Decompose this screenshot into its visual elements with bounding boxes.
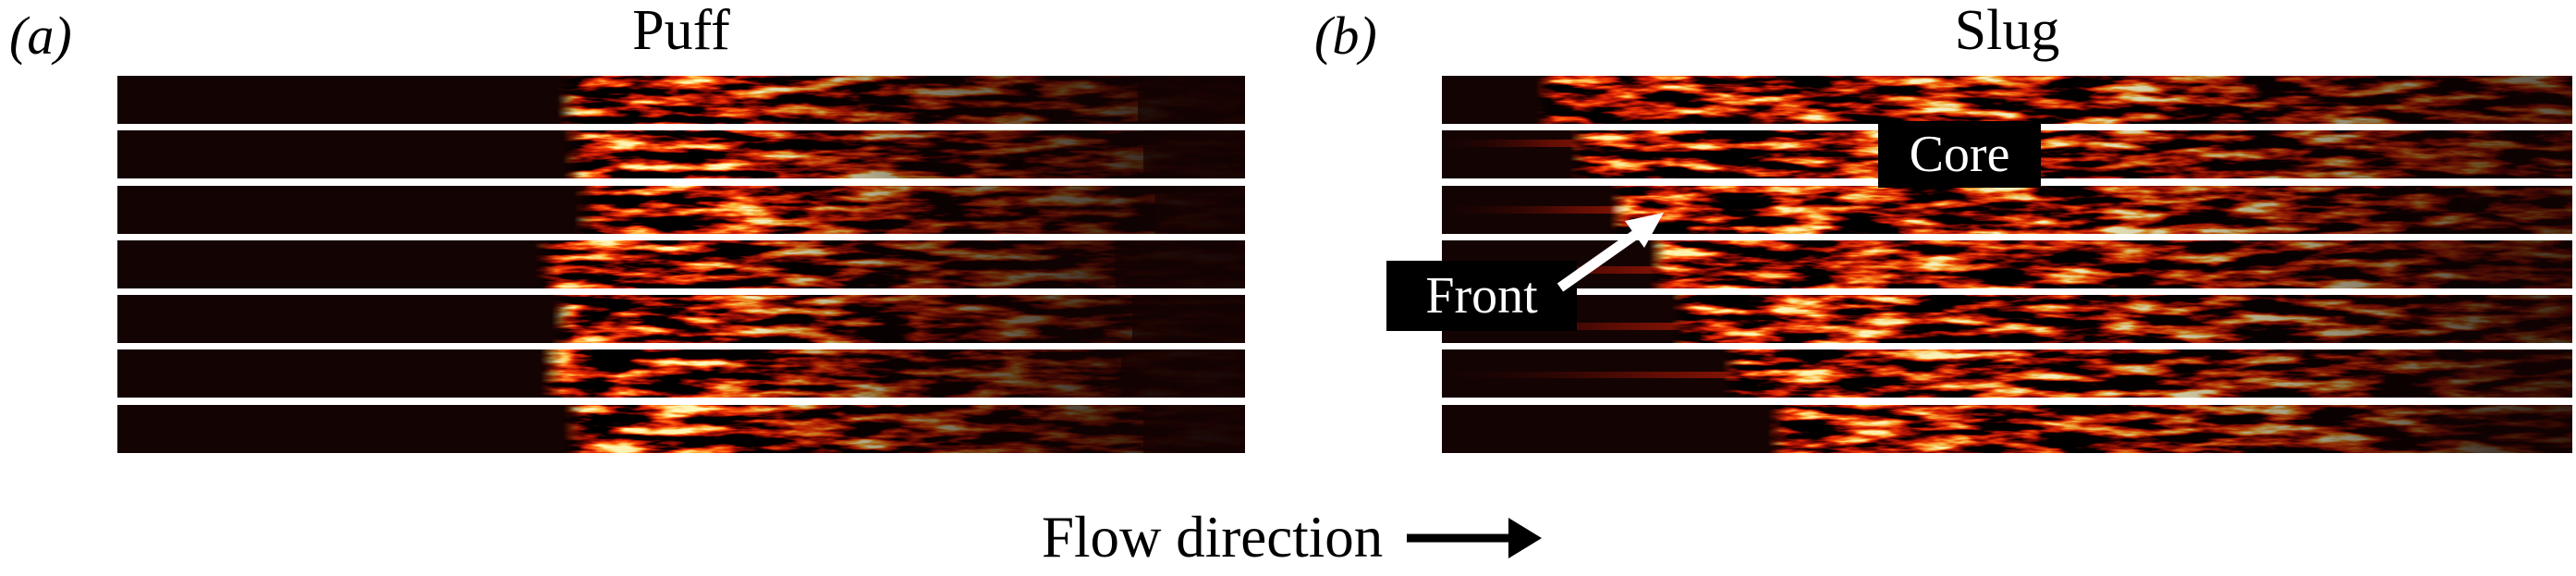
- panel-a-strips: [117, 76, 1245, 453]
- pipe-snapshot-a-7: [117, 404, 1245, 453]
- pipe-snapshot-b-3: [1442, 185, 2572, 234]
- pipe-strip: [1442, 295, 2572, 344]
- pipe-strip: [117, 349, 1245, 398]
- pipe-strip: [1442, 349, 2572, 398]
- pipe-snapshot-a-1: [117, 76, 1245, 124]
- panel-b-label: (b): [1314, 6, 1377, 66]
- core-annotation-label: Core: [1878, 121, 2041, 188]
- pipe-strip: [1442, 239, 2572, 288]
- pipe-strip: [117, 130, 1245, 179]
- front-annotation-label: Front: [1386, 261, 1577, 331]
- pipe-strip: [117, 404, 1245, 453]
- panel-a-label: (a): [9, 6, 72, 66]
- pipe-strip: [1442, 76, 2572, 124]
- pipe-snapshot-a-6: [117, 349, 1245, 398]
- front-annotation-text: Front: [1425, 267, 1538, 325]
- flow-direction-caption: Flow direction: [1042, 509, 1544, 567]
- pipe-snapshot-b-5: [1442, 295, 2572, 344]
- panel-b-title: Slug: [1954, 0, 2060, 62]
- pipe-strip: [117, 239, 1245, 288]
- pipe-snapshot-b-1: [1442, 76, 2572, 124]
- pipe-strip: [117, 76, 1245, 124]
- pipe-strip: [117, 295, 1245, 344]
- pipe-snapshot-a-4: [117, 239, 1245, 288]
- pipe-snapshot-a-5: [117, 295, 1245, 344]
- pipe-strip: [1442, 185, 2572, 234]
- core-annotation-text: Core: [1909, 126, 2010, 183]
- flow-direction-arrow-icon: [1407, 517, 1543, 558]
- pipe-strip: [1442, 404, 2572, 453]
- pipe-strip: [117, 185, 1245, 234]
- pipe-snapshot-a-3: [117, 185, 1245, 234]
- pipe-snapshot-b-4: [1442, 239, 2572, 288]
- pipe-snapshot-a-2: [117, 130, 1245, 179]
- flow-direction-text: Flow direction: [1042, 505, 1384, 570]
- panel-a-title: Puff: [632, 0, 730, 62]
- pipe-snapshot-b-7: [1442, 404, 2572, 453]
- pipe-snapshot-b-6: [1442, 349, 2572, 398]
